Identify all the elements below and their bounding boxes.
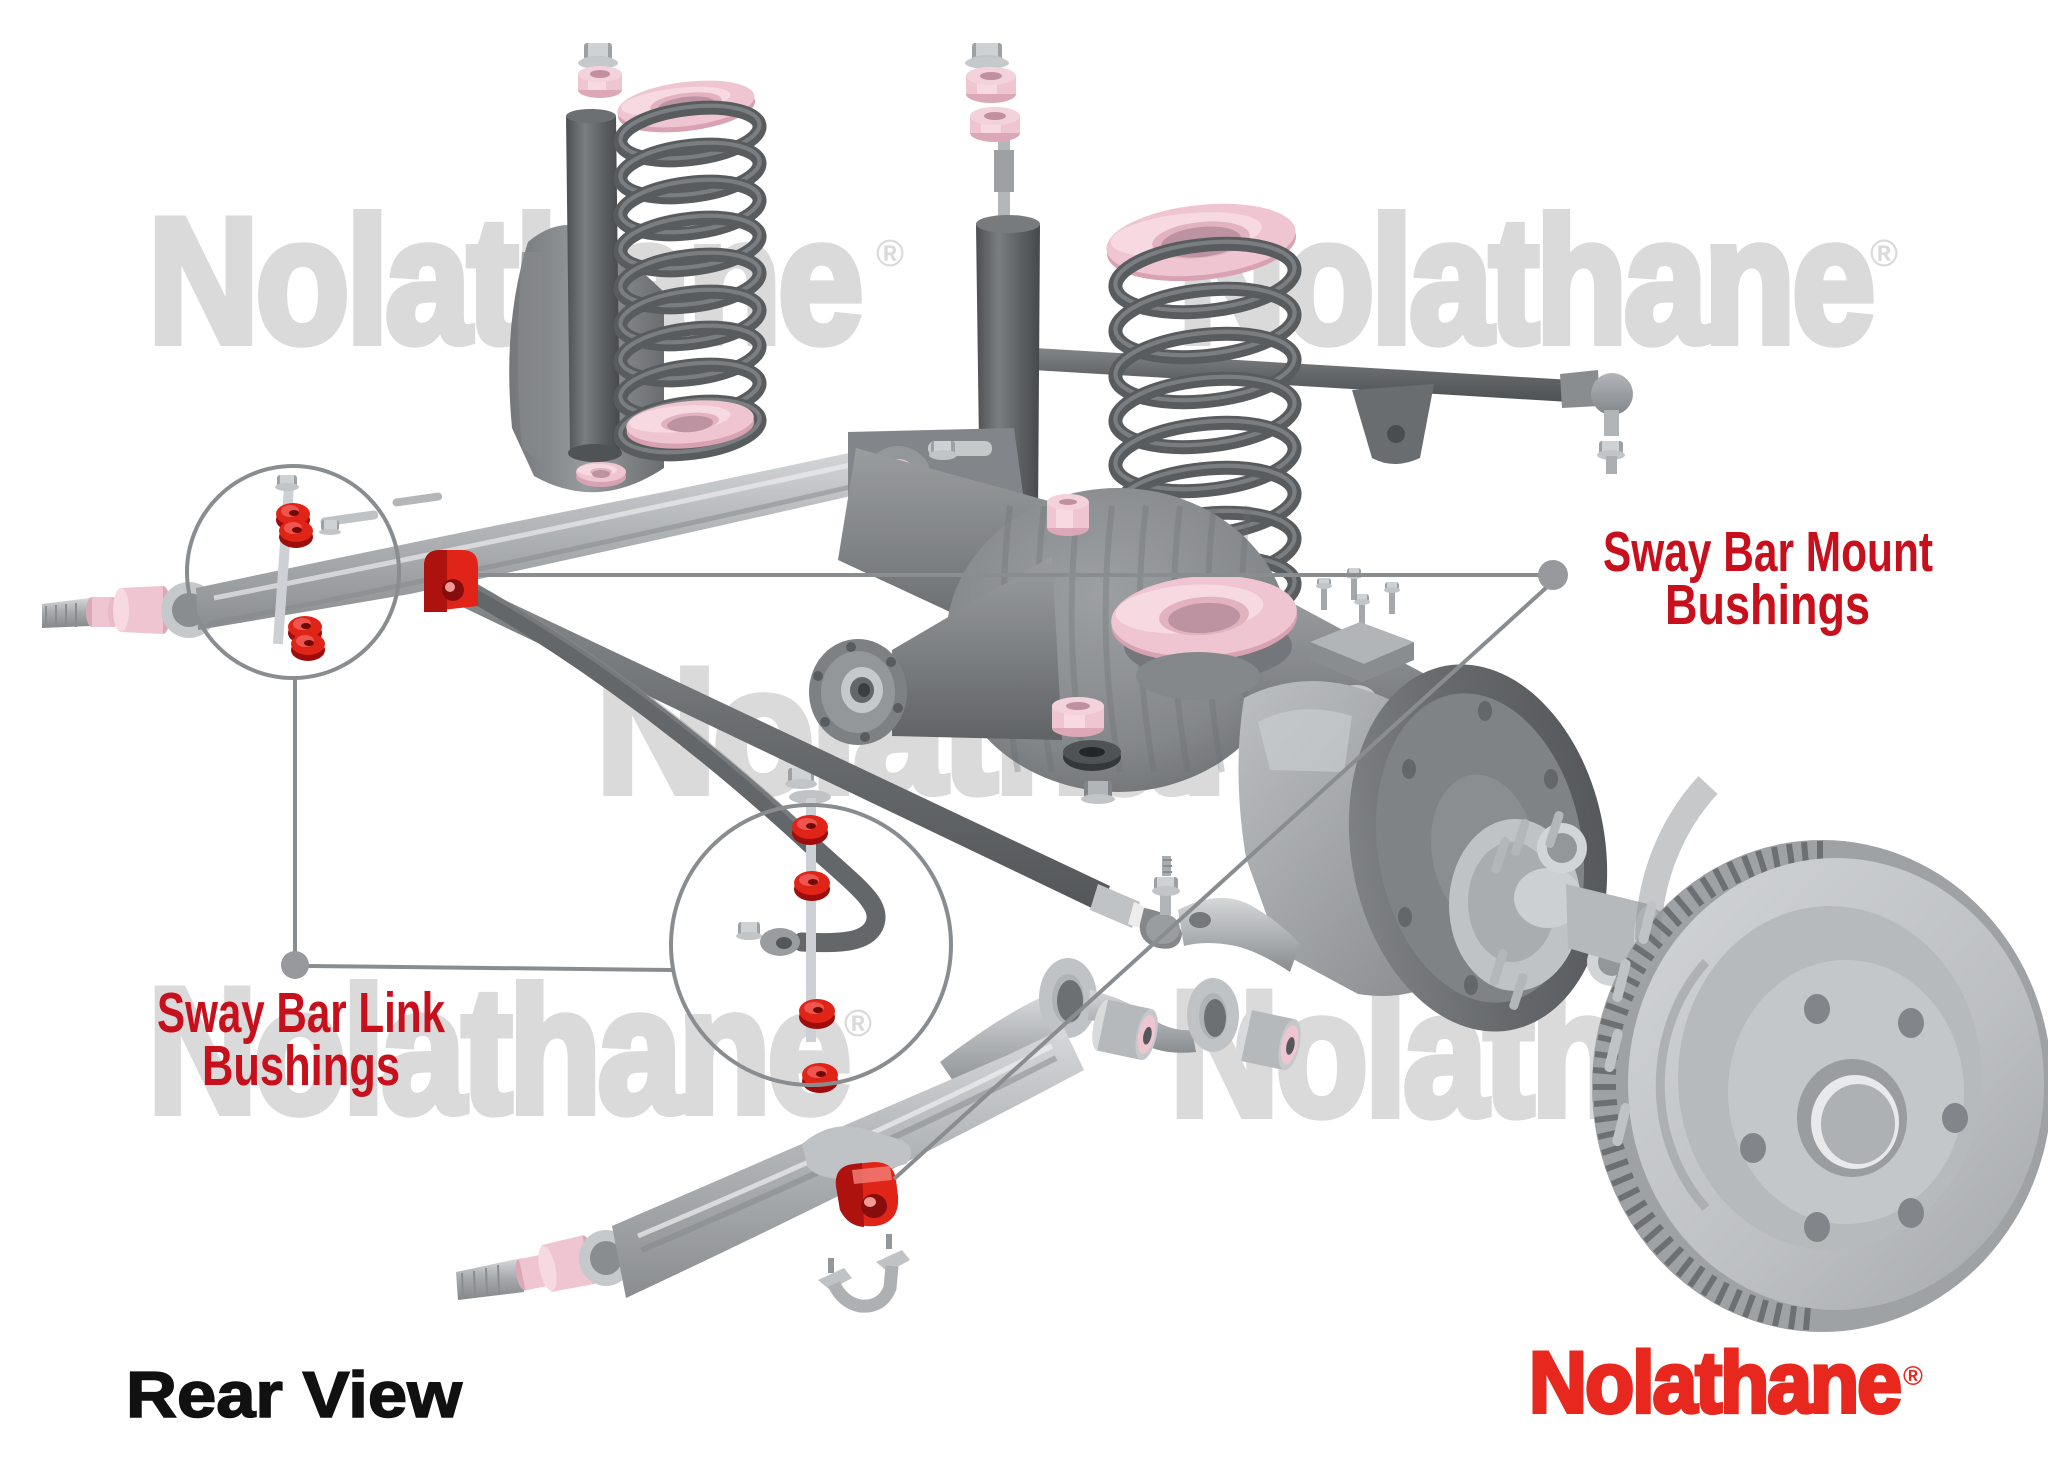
svg-text:Sway Bar Mount: Sway Bar Mount [1603,520,1933,584]
svg-text:®: ® [1870,233,1898,275]
svg-text:®: ® [876,233,904,275]
svg-text:Sway Bar Link: Sway Bar Link [157,981,445,1045]
svg-text:Nolathane: Nolathane [1529,1335,1900,1431]
svg-text:Bushings: Bushings [1665,573,1870,637]
svg-text:®: ® [844,1003,872,1045]
svg-text:Rear View: Rear View [126,1358,462,1431]
svg-text:®: ® [1903,1361,1923,1391]
svg-text:Bushings: Bushings [202,1034,400,1098]
svg-text:Nolathane: Nolathane [148,951,848,1150]
